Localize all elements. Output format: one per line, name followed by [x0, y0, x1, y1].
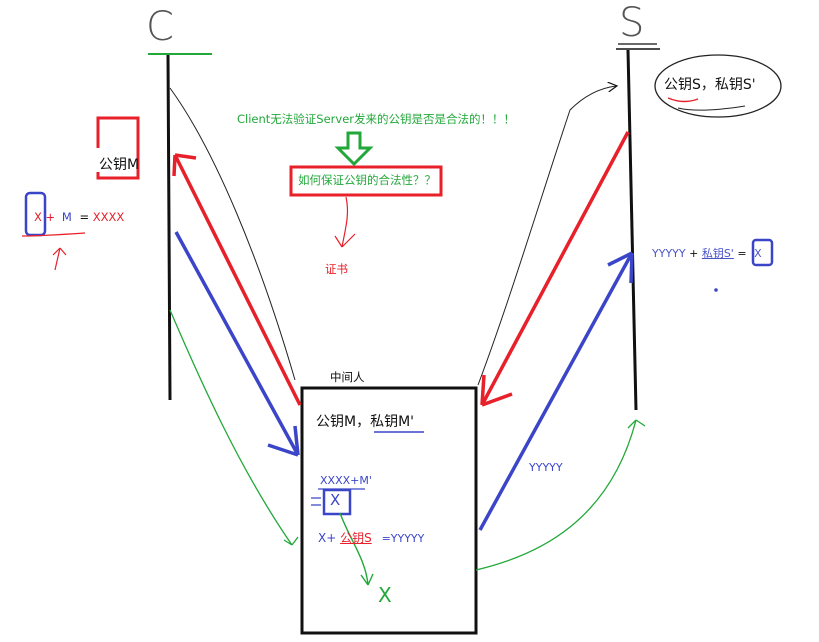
client-eq-m: M — [61, 210, 72, 224]
server-dot — [714, 288, 718, 292]
mitm-title: 中间人 — [330, 370, 365, 384]
green-down-arrow — [334, 131, 374, 167]
server-keys-ellipse — [654, 54, 782, 118]
problem-text: Client无法验证Server发来的公钥是否是合法的！！！ — [237, 112, 516, 126]
client-equation: X + M = XXXX — [34, 210, 124, 224]
server-lifeline — [616, 43, 660, 411]
client-eq-x: X — [34, 210, 42, 224]
mitm-to-server-green-curve — [475, 419, 646, 571]
client-eq-result: XXXX — [92, 210, 125, 224]
client-x-box — [24, 191, 47, 237]
client-red-underline — [21, 232, 86, 237]
server-eq-lhs: YYYYY — [652, 247, 686, 260]
question-box — [289, 165, 443, 197]
client-key-bracket — [96, 116, 140, 180]
server-eq-plus: + — [689, 247, 699, 260]
arrow-client-to-mitm — [174, 231, 300, 457]
client-eq-plus: + — [45, 210, 56, 224]
answer-text: 证书 — [325, 262, 348, 276]
mitm-calc2-result: =YYYYY — [381, 532, 425, 545]
mitm-calc1-result: X — [330, 491, 341, 509]
server-key-underline-2 — [677, 105, 746, 111]
client-red-pointer — [52, 247, 67, 271]
client-lifeline — [148, 53, 212, 401]
arrow-mitm-to-client — [172, 153, 302, 406]
arrow-server-to-mitm — [480, 131, 630, 407]
mitm-equals-mark — [311, 497, 321, 506]
mitm-output: X — [378, 583, 392, 607]
yyyyy-label: YYYYY — [529, 461, 563, 474]
mitm-calc1: XXXX+M' — [320, 474, 372, 487]
server-eq-eq: = — [737, 247, 747, 260]
client-letter: C — [146, 4, 174, 50]
server-letter: S — [619, 0, 645, 46]
mitm-box — [300, 386, 478, 635]
server-key-underline — [667, 97, 699, 103]
question-text: 如何保证公钥的合法性？？ — [298, 173, 436, 187]
arrow-mitm-to-server — [478, 251, 634, 531]
server-eq-result: X — [754, 247, 762, 260]
mitm-x-box — [322, 488, 352, 516]
mitm-calc2: X+ 公钥S =YYYYY — [318, 529, 424, 546]
server-eq-key: 私钥S' — [701, 247, 734, 260]
client-pubkey-label: 公钥M — [99, 157, 140, 173]
mitm-to-server-thin-curve — [477, 86, 616, 386]
client-to-mitm-thin-curve — [169, 87, 296, 381]
answer-arrow — [334, 196, 356, 248]
mitm-calc2-key: 公钥S — [340, 531, 372, 545]
client-to-mitm-green-curve — [169, 309, 299, 546]
mitm-calc2-prefix: X+ — [318, 531, 337, 545]
server-keys-label: 公钥S，私钥S' — [664, 77, 756, 93]
mitm-green-arrow — [339, 512, 374, 586]
client-eq-eq: = — [79, 210, 90, 224]
mitm-keys-label: 公钥M，私钥M' — [316, 414, 415, 430]
server-x-box — [751, 238, 774, 267]
server-equation: YYYYY + 私钥S' = X — [652, 245, 762, 261]
